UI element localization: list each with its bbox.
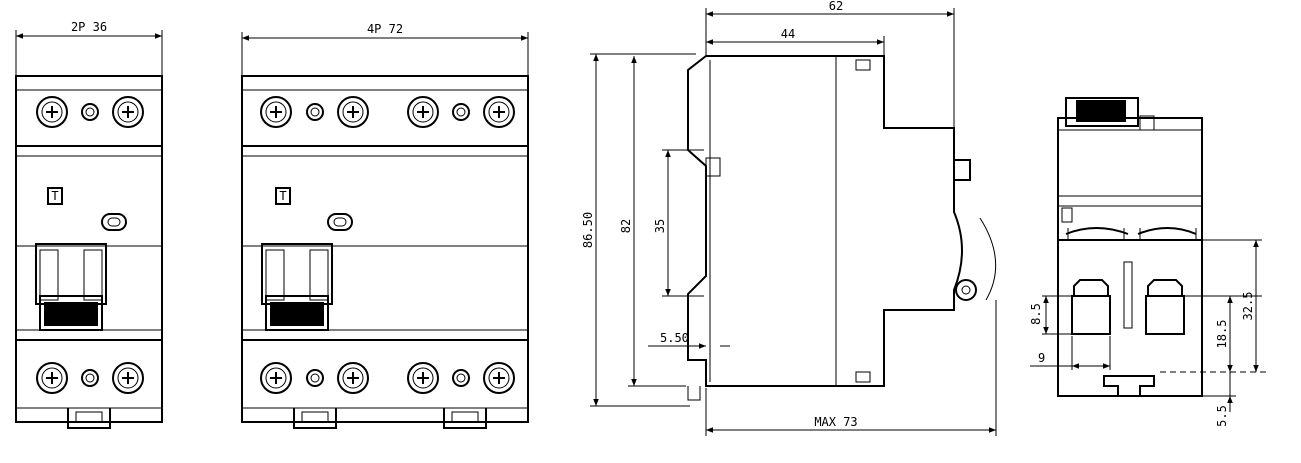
top-lever-block xyxy=(1065,97,1155,131)
din-clip-bottom xyxy=(1103,375,1155,397)
terminal-height-label: 8.5 xyxy=(1029,303,1043,325)
handle-swing-arc xyxy=(979,217,997,301)
terminal-span-label: 32.5 xyxy=(1241,292,1255,321)
terminal-offset-label: 18.5 xyxy=(1215,320,1229,349)
terminal-screw-icon xyxy=(483,96,515,128)
terminal-screw-icon xyxy=(36,96,68,128)
test-button xyxy=(47,187,63,205)
terminal-screw-icon xyxy=(112,96,144,128)
terminal-screw-icon xyxy=(36,362,68,394)
terminal-screw-icon xyxy=(483,362,515,394)
test-button-label: T xyxy=(51,189,58,203)
terminal-screw-icon xyxy=(112,362,144,394)
terminal-screw-icon xyxy=(260,362,292,394)
terminal-opening-left xyxy=(1071,279,1111,335)
center-divider xyxy=(1123,261,1133,329)
terminal-opening-right xyxy=(1145,279,1185,335)
terminal-screw-icon xyxy=(260,96,292,128)
front-view-2p: 2P 36 T xyxy=(15,20,163,429)
test-button-label: T xyxy=(279,189,286,203)
terminal-screw-icon xyxy=(407,96,439,128)
terminal-screw-icon xyxy=(337,96,369,128)
toggle-lever xyxy=(261,243,333,331)
din-clip xyxy=(67,408,111,429)
body-depth-label: 44 xyxy=(781,27,795,41)
rail-offset-label: 5.50 xyxy=(660,331,689,345)
clip-height-label: 5.5 xyxy=(1215,405,1229,427)
max-depth-label: MAX 73 xyxy=(814,415,857,429)
breaker-body-4p xyxy=(241,75,529,423)
terminal-width-label: 9 xyxy=(1038,351,1045,365)
breaker-bottom-body xyxy=(1057,117,1203,397)
terminal-screw-icon xyxy=(407,362,439,394)
din-clip xyxy=(293,408,487,429)
width-label-2p: 2P 36 xyxy=(71,20,107,34)
total-height-label: 86.50 xyxy=(581,212,595,248)
indicator-window xyxy=(327,213,353,231)
bottom-view: 8.5 9 18.5 32.5 5.5 xyxy=(1029,97,1270,427)
front-view-4p: 4P 72 T xyxy=(241,22,529,429)
overall-depth-label: 62 xyxy=(829,0,843,13)
height-label: 82 xyxy=(619,219,633,233)
breaker-side-profile xyxy=(687,55,963,387)
toggle-lever xyxy=(35,243,107,331)
test-button xyxy=(275,187,291,205)
width-label-4p: 4P 72 xyxy=(367,22,403,36)
rail-height-label: 35 xyxy=(653,219,667,233)
terminal-screw-icon xyxy=(337,362,369,394)
indicator-window xyxy=(101,213,127,231)
side-view: 62 44 86.50 82 35 5.50 xyxy=(581,0,997,436)
handle-pivot xyxy=(955,279,977,301)
